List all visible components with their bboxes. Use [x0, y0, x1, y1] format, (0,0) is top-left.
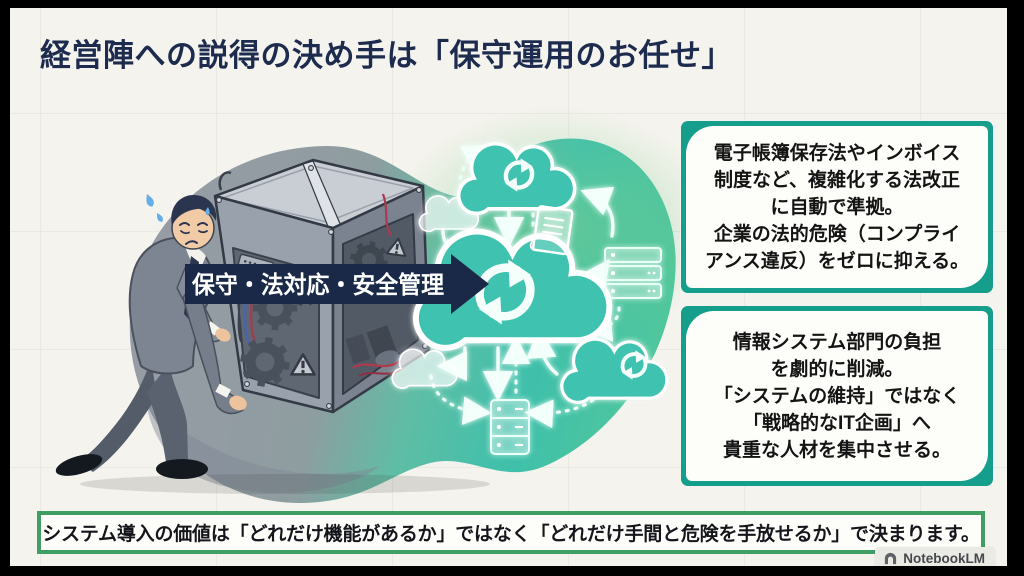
slide-title: 経営陣への説得の決め手は「保守運用のお任せ」 [40, 38, 733, 73]
sweat-drop-icon [143, 192, 156, 209]
presentation-slide: 経営陣への説得の決め手は「保守運用のお任せ」 [10, 8, 1007, 566]
dashed-arrow [458, 144, 493, 198]
key-message-text: システム導入の価値は「どれだけ機能があるか」ではなく「どれだけ手間と危険を手放せ… [42, 524, 980, 545]
sweat-drop-icon [154, 211, 165, 224]
concept-illustration: 保守・法対応・安全管理 [55, 108, 680, 504]
dashed-arc-arrow [524, 398, 595, 429]
benefit-card-compliance: 電子帳簿保存法やインボイス 制度など、複雑化する法改正 に自動で準拠。 企業の法… [681, 121, 993, 293]
server-rack-icon [490, 399, 530, 455]
ground-shadow [80, 474, 490, 494]
curved-arrow [580, 186, 615, 238]
benefit-card-text: 電子帳簿保存法やインボイス 制度など、複雑化する法改正 に自動で準拠。 企業の法… [686, 126, 988, 288]
watermark-label: NotebookLM [903, 551, 985, 566]
server-rack-icon [604, 247, 662, 299]
flow-arrow-banner: 保守・法対応・安全管理 [185, 254, 489, 314]
flow-arrow-label: 保守・法対応・安全管理 [191, 271, 444, 299]
notebooklm-logo-icon [885, 552, 897, 565]
curved-up-arrow [526, 327, 559, 376]
benefit-card-text: 情報システム部門の負担 を劇的に削減。 「システムの維持」ではなく 「戦略的なI… [686, 311, 988, 481]
key-message-banner: システム導入の価値は「どれだけ機能があるか」ではなく「どれだけ手間と危険を手放せ… [37, 511, 985, 554]
cloud-network [391, 141, 669, 455]
notebooklm-watermark: NotebookLM [875, 547, 995, 566]
benefit-card-it-strategy: 情報システム部門の負担 を劇的に削減。 「システムの維持」ではなく 「戦略的なI… [681, 306, 993, 486]
document-icon [529, 205, 574, 256]
dashed-return-arrow [583, 306, 621, 342]
